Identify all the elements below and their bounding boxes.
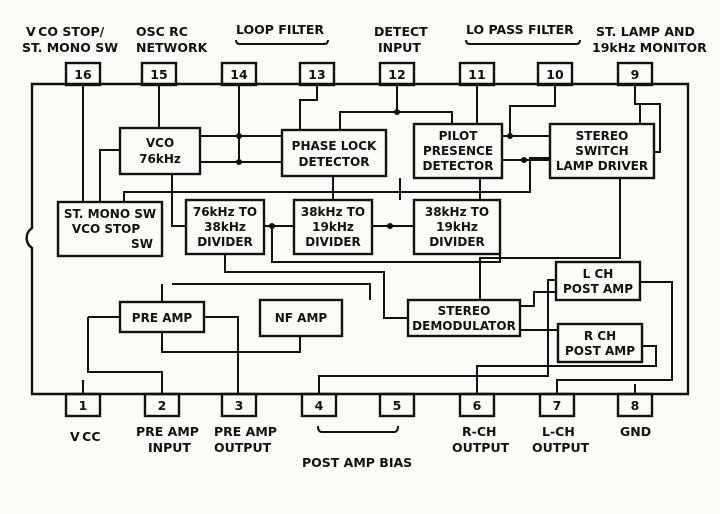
stdemod-text: STEREO	[438, 304, 491, 318]
pin-15-label: OSC RC	[136, 24, 188, 39]
sslp-text: LAMP DRIVER	[556, 159, 648, 173]
pin-6-label: OUTPUT	[452, 440, 510, 455]
signal-wiring	[82, 85, 673, 394]
stereo-switch-lamp-driver-block: STEREO SWITCH LAMP DRIVER	[548, 122, 656, 180]
ppd-text: DETECTOR	[423, 159, 494, 173]
pin-9-label: 19kHz MONITOR	[592, 40, 707, 55]
div1-text: 76kHz TO	[193, 205, 257, 219]
top-pin-labels: V CO STOP/ ST. MONO SW OSC RC NETWORK LO…	[22, 22, 707, 55]
pilot-presence-detector-block: PILOT PRESENCE DETECTOR	[412, 122, 504, 180]
div3-text: 19kHz	[436, 220, 478, 234]
vco-text: VCO	[146, 136, 174, 150]
divider-38-19-block: 38kHz TO 19kHz DIVIDER	[292, 198, 374, 256]
smsw-text: SW	[131, 237, 153, 251]
pin-7-label: OUTPUT	[532, 440, 590, 455]
pin-12-label: INPUT	[378, 40, 421, 55]
post-amp-bias-label: POST AMP BIAS	[302, 455, 412, 470]
pin-number: 7	[553, 398, 562, 413]
pin-2-label: INPUT	[148, 440, 191, 455]
div2-text: 19kHz	[312, 220, 354, 234]
pin-5	[378, 392, 416, 418]
vco-text: 76kHz	[139, 152, 181, 166]
divider-38-19-b-block: 38kHz TO 19kHz DIVIDER	[412, 198, 502, 256]
pin-number: 15	[150, 67, 167, 82]
pin-1-label: V CC	[70, 429, 101, 444]
top-pins: 16 15 14 13 12 11 10 9	[64, 61, 654, 87]
phase-lock-detector-block: PHASE LOCK DETECTOR	[280, 128, 388, 178]
r-ch-post-amp-block: R CH POST AMP	[556, 322, 644, 364]
pin-16-label: ST. MONO SW	[22, 40, 118, 55]
div3-text: 38kHz TO	[425, 205, 489, 219]
pin-7-label: L-CH	[542, 424, 575, 439]
sslp-text: SWITCH	[575, 144, 628, 158]
sslp-text: STEREO	[576, 129, 629, 143]
div3-text: DIVIDER	[429, 235, 485, 249]
loop-filter-label: LOOP FILTER	[236, 22, 324, 37]
pin-number: 12	[388, 67, 405, 82]
smsw-text: VCO STOP	[72, 222, 141, 236]
pin-9-label: ST. LAMP AND	[596, 24, 695, 39]
pin-3-label: PRE AMP	[214, 424, 277, 439]
div1-text: DIVIDER	[197, 235, 253, 249]
lch-text: POST AMP	[563, 282, 633, 296]
vco-block: VCO 76kHz	[118, 126, 202, 176]
smsw-text: ST. MONO SW	[64, 207, 156, 221]
pin-number: 14	[230, 67, 248, 82]
nfamp-text: NF AMP	[275, 311, 328, 325]
divider-76-38-block: 76kHz TO 38kHz DIVIDER	[184, 198, 266, 256]
pin-number: 3	[235, 398, 244, 413]
pin-number: 10	[546, 67, 564, 82]
pin-6-label: R-CH	[462, 424, 496, 439]
pin-8-label: GND	[620, 424, 651, 439]
ppd-text: PILOT	[439, 129, 479, 143]
pin-number: 4	[315, 398, 324, 413]
pre-amp-block: PRE AMP	[118, 300, 206, 334]
pin-16-label: V CO STOP/	[26, 24, 105, 39]
pin-number: 5	[393, 398, 402, 413]
pin-number: 11	[468, 67, 485, 82]
pin-number: 2	[158, 398, 167, 413]
stereo-demodulator-block: STEREO DEMODULATOR	[406, 298, 522, 338]
pin-number: 16	[74, 67, 92, 82]
pin-number: 8	[631, 398, 640, 413]
lo-pass-filter-label: LO PASS FILTER	[466, 22, 574, 37]
l-ch-post-amp-block: L CH POST AMP	[554, 260, 642, 302]
pld-text: PHASE LOCK	[292, 139, 377, 153]
pld-text: DETECTOR	[299, 155, 370, 169]
div2-text: DIVIDER	[305, 235, 361, 249]
pin-number: 9	[631, 67, 640, 82]
stdemod-text: DEMODULATOR	[412, 319, 516, 333]
bottom-pin-labels: V CC PRE AMP INPUT PRE AMP OUTPUT POST A…	[70, 424, 651, 470]
nf-amp-block: NF AMP	[258, 298, 344, 338]
div2-text: 38kHz TO	[301, 205, 365, 219]
pin-15-label: NETWORK	[136, 40, 209, 55]
ppd-text: PRESENCE	[423, 144, 493, 158]
pin-number: 6	[473, 398, 482, 413]
rch-text: POST AMP	[565, 344, 635, 358]
div1-text: 38kHz	[204, 220, 246, 234]
pin-number: 13	[308, 67, 325, 82]
rch-text: R CH	[584, 329, 616, 343]
pin-2-label: PRE AMP	[136, 424, 199, 439]
bottom-pins: 1 2 3 4 5 6 7 8	[64, 392, 654, 418]
post-amp-bias-bracket	[317, 425, 399, 433]
loop-filter-bracket	[235, 39, 329, 45]
lch-text: L CH	[583, 267, 614, 281]
pin-12-label: DETECT	[374, 24, 428, 39]
lo-pass-filter-bracket	[465, 39, 581, 45]
pin-number: 1	[79, 398, 88, 413]
pin-3-label: OUTPUT	[214, 440, 272, 455]
st-mono-sw-vco-stop-block: ST. MONO SW VCO STOP SW	[56, 200, 164, 258]
preamp-text: PRE AMP	[132, 311, 193, 325]
